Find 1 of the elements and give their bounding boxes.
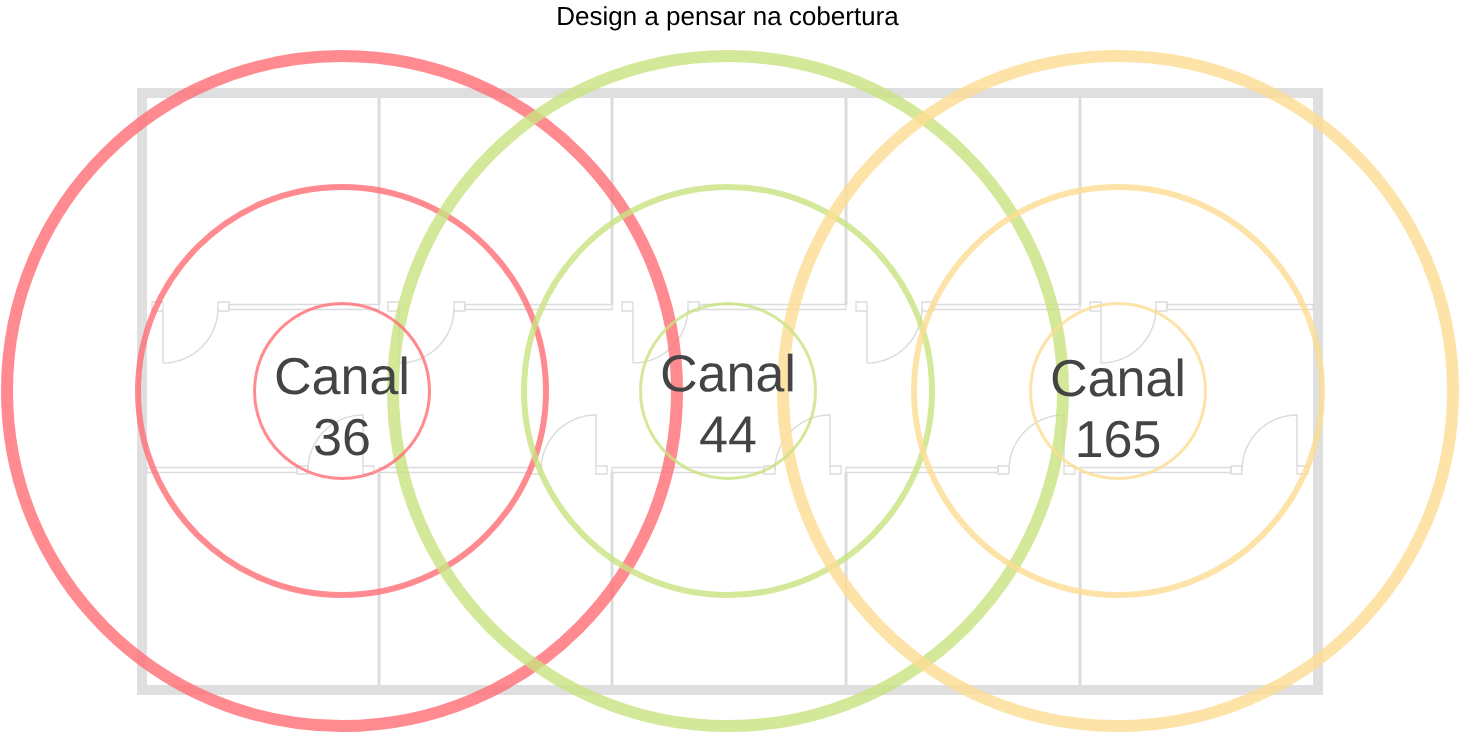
title: Design a pensar na cobertura	[558, 6, 899, 31]
